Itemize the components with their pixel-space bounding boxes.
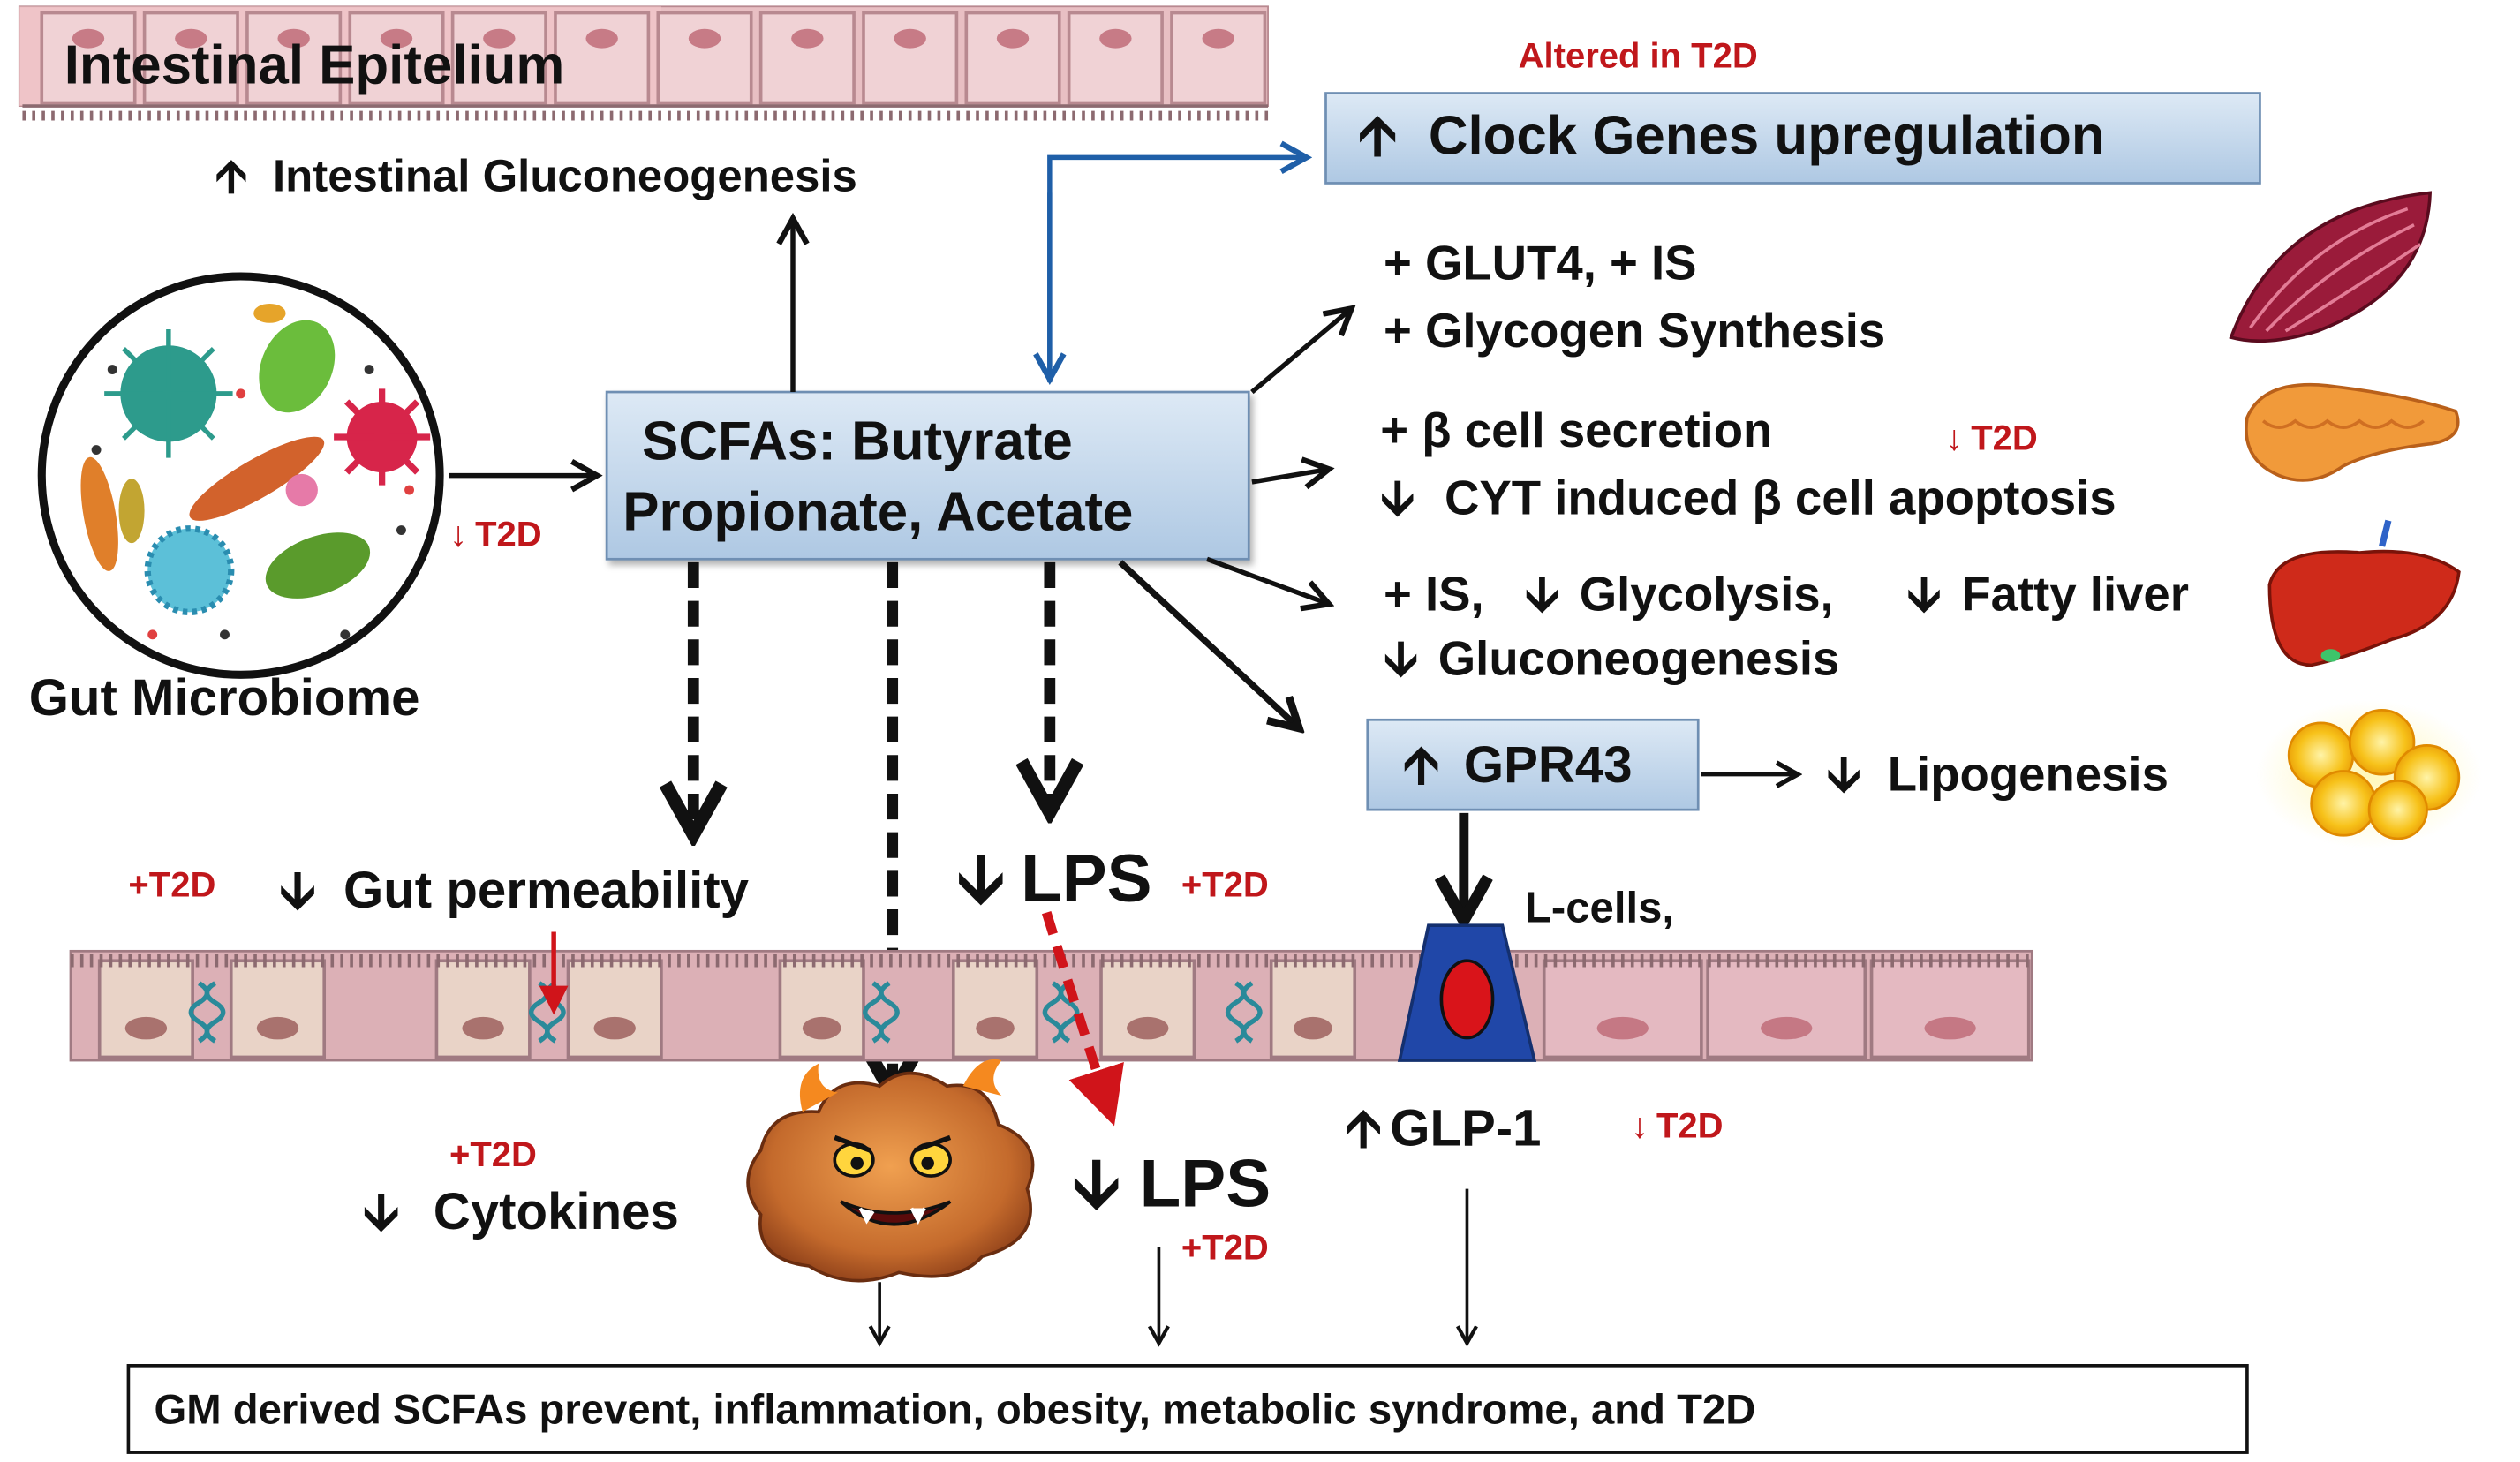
cytokines-down-arrow: 🡫 <box>362 1182 400 1240</box>
lps-top-down-arrow: 🡫 <box>956 840 1006 916</box>
glp1-label: GLP-1 <box>1390 1098 1542 1157</box>
arrow-to-liver <box>1206 556 1329 604</box>
muscle-line-2: + Glycogen Synthesis <box>1383 305 1886 358</box>
intestinal-gluconeogenesis: Intestinal Gluconeogenesis <box>273 151 857 201</box>
lps-top-label: LPS <box>1021 840 1152 916</box>
clock-genes-box <box>1324 92 2261 185</box>
gpr43-up-arrow: 🡩 <box>1402 735 1440 794</box>
cytokine-monster-illustration <box>746 1059 1035 1283</box>
clock-genes-label: Clock Genes upregulation <box>1428 106 2105 168</box>
lps-top-t2d: +T2D <box>1181 864 1269 905</box>
glp1-t2d: T2D <box>1656 1105 1724 1146</box>
glp1-up-arrow: 🡩 <box>1345 1098 1383 1157</box>
conclusion-text: GM derived SCFAs prevent, inflammation, … <box>154 1384 1756 1434</box>
scfa-box <box>605 390 1250 561</box>
gm-t2d: T2D <box>475 514 542 554</box>
gut-perm-t2d: +T2D <box>128 864 216 905</box>
lps-bottom-label: LPS <box>1139 1145 1271 1222</box>
gpr43-label: GPR43 <box>1463 735 1633 794</box>
gpr43-box <box>1366 718 1700 811</box>
lipogenesis-label: Lipogenesis <box>1887 749 2169 803</box>
liver-line-2: Gluconeogenesis <box>1437 633 1840 687</box>
liver-illustration <box>2267 519 2461 667</box>
arrow-to-muscle <box>1250 308 1352 395</box>
cytokines-label: Cytokines <box>433 1182 679 1240</box>
red-dashed-arrow-lps <box>1041 911 1124 1127</box>
adipocyte-illustration <box>2256 700 2482 848</box>
scfa-line-2: Propionate, Acetate <box>622 481 1134 544</box>
cytokines-t2d: +T2D <box>449 1134 537 1175</box>
arrow-clock-genes-loop <box>1047 157 1307 383</box>
gut-microbiome-label: Gut Microbiome <box>28 668 420 727</box>
liver-fatty: Fatty liver <box>1961 569 2189 622</box>
altered-in-t2d: Altered in T2D <box>1518 35 1758 76</box>
muscle-illustration <box>2229 191 2433 343</box>
gm-t2d-down-arrow: ↓ <box>449 514 467 554</box>
scfa-line-1: SCFAs: Butyrate <box>642 411 1073 473</box>
l-cells-label: L-cells, <box>1524 883 1675 932</box>
gng-down-arrow: 🡫 <box>1383 633 1419 687</box>
gut-permeability-label: Gut permeability <box>343 861 750 919</box>
lps-bottom-t2d: +T2D <box>1181 1227 1269 1268</box>
glp1-t2d-down-arrow: ↓ <box>1630 1105 1649 1146</box>
top-epithelium-strip <box>18 5 1269 121</box>
intestinal-gng-up-arrow: 🡩 <box>215 151 248 201</box>
pancreas-t2d: T2D <box>1971 418 2038 458</box>
gut-perm-down-arrow: 🡫 <box>279 861 317 919</box>
epithelium-label: Intestinal Epitelium <box>64 35 565 97</box>
pancreas-t2d-down-arrow: ↓ <box>1945 418 1964 458</box>
conclusion-box <box>126 1364 2249 1454</box>
fatty-liver-down-arrow: 🡫 <box>1906 569 1942 622</box>
bottom-epithelium-strip <box>69 923 2033 1062</box>
pancreas-down-arrow: 🡫 <box>1380 472 1415 526</box>
liver-line-1: + IS, <box>1383 569 1484 622</box>
pancreas-illustration <box>2245 382 2460 482</box>
lps-bottom-down-arrow: 🡫 <box>1072 1145 1121 1222</box>
liver-glycolysis: Glycolysis, <box>1579 569 1834 622</box>
arrow-to-gpr43 <box>1118 560 1297 727</box>
gut-microbiome-illustration <box>37 272 444 679</box>
glycolysis-down-arrow: 🡫 <box>1524 569 1560 622</box>
pancreas-line-1: + β cell secretion <box>1380 404 1773 458</box>
clock-genes-up-arrow: 🡩 <box>1357 106 1398 168</box>
pancreas-line-2: CYT induced β cell apoptosis <box>1445 472 2116 526</box>
lipogenesis-down-arrow: 🡫 <box>1826 749 1861 803</box>
arrow-to-pancreas <box>1251 469 1329 482</box>
muscle-line-1: + GLUT4, + IS <box>1383 237 1697 291</box>
